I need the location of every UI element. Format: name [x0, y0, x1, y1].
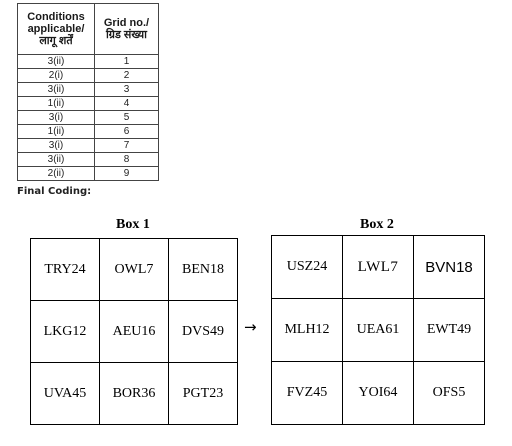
- grid-cell: YOI64: [342, 361, 414, 425]
- grid-number-cell: 2: [94, 68, 159, 83]
- box2-title: Box 2: [360, 217, 394, 232]
- condition-cell: 3(i): [17, 110, 95, 125]
- conditions-header: Conditions applicable/ लागू शर्तें: [17, 3, 95, 55]
- grid-cell: TRY24: [30, 238, 100, 301]
- grid-cell: EWT49: [413, 298, 485, 362]
- condition-cell: 1(ii): [17, 124, 95, 139]
- grid-cell: OFS5: [413, 361, 485, 425]
- table-row: 3(i) 5: [17, 110, 159, 125]
- grid-number-cell: 6: [94, 124, 159, 139]
- table-row: 1(ii) 4: [17, 96, 159, 111]
- conditions-table: Conditions applicable/ लागू शर्तें Grid …: [17, 3, 159, 181]
- table-row: 3(ii) 1: [17, 54, 159, 69]
- right-arrow-icon: →: [244, 318, 257, 336]
- conditions-header-line3: लागू शर्तें: [39, 35, 73, 47]
- conditions-table-header: Conditions applicable/ लागू शर्तें Grid …: [17, 3, 159, 55]
- condition-cell: 3(ii): [17, 54, 95, 69]
- grid-no-header: Grid no./ ग्रिड संख्या: [94, 3, 159, 55]
- grid-cell: BOR36: [99, 362, 169, 425]
- grid-cell: AEU16: [99, 300, 169, 363]
- box1-grid: TRY24 OWL7 BEN18 LKG12 AEU16 DVS49 UVA45…: [30, 238, 238, 425]
- grid-number-cell: 9: [94, 166, 159, 181]
- table-row: 3(i) 7: [17, 138, 159, 153]
- grid-number-cell: 1: [94, 54, 159, 69]
- condition-cell: 2(ii): [17, 166, 95, 181]
- grid-no-header-line1: Grid no./: [103, 17, 150, 29]
- grid-number-cell: 7: [94, 138, 159, 153]
- condition-cell: 3(i): [17, 138, 95, 153]
- grid-cell: USZ24: [271, 235, 343, 299]
- grid-row: LKG12 AEU16 DVS49: [30, 300, 238, 363]
- grid-cell: MLH12: [271, 298, 343, 362]
- condition-cell: 2(i): [17, 68, 95, 83]
- table-row: 3(ii) 8: [17, 152, 159, 167]
- condition-cell: 1(ii): [17, 96, 95, 111]
- grid-number-cell: 5: [94, 110, 159, 125]
- grid-cell: OWL7: [99, 238, 169, 301]
- condition-cell: 3(ii): [17, 152, 95, 167]
- grid-row: FVZ45 YOI64 OFS5: [271, 361, 485, 425]
- condition-cell: 3(ii): [17, 82, 95, 97]
- grid-cell: LKG12: [30, 300, 100, 363]
- table-row: 3(ii) 3: [17, 82, 159, 97]
- table-row: 2(i) 2: [17, 68, 159, 83]
- grid-row: TRY24 OWL7 BEN18: [30, 238, 238, 301]
- table-row: 1(ii) 6: [17, 124, 159, 139]
- grid-cell: FVZ45: [271, 361, 343, 425]
- grid-row: USZ24 LWL7 BVN18: [271, 235, 485, 299]
- grid-no-header-line2: ग्रिड संख्या: [105, 29, 148, 41]
- grid-cell: BEN18: [168, 238, 238, 301]
- grid-row: MLH12 UEA61 EWT49: [271, 298, 485, 362]
- grid-number-cell: 3: [94, 82, 159, 97]
- grid-cell: UEA61: [342, 298, 414, 362]
- grid-cell: LWL7: [342, 235, 414, 299]
- grid-number-cell: 4: [94, 96, 159, 111]
- box1-title: Box 1: [116, 217, 150, 232]
- grid-cell: PGT23: [168, 362, 238, 425]
- conditions-header-line2: applicable/: [27, 23, 85, 35]
- grid-cell: DVS49: [168, 300, 238, 363]
- grid-row: UVA45 BOR36 PGT23: [30, 362, 238, 425]
- table-row: 2(ii) 9: [17, 166, 159, 181]
- grid-number-cell: 8: [94, 152, 159, 167]
- conditions-header-line1: Conditions: [27, 11, 85, 23]
- final-coding-label: Final Coding:: [17, 186, 92, 197]
- grid-cell: UVA45: [30, 362, 100, 425]
- box2-grid: USZ24 LWL7 BVN18 MLH12 UEA61 EWT49 FVZ45…: [271, 235, 485, 425]
- grid-cell: BVN18: [413, 235, 485, 299]
